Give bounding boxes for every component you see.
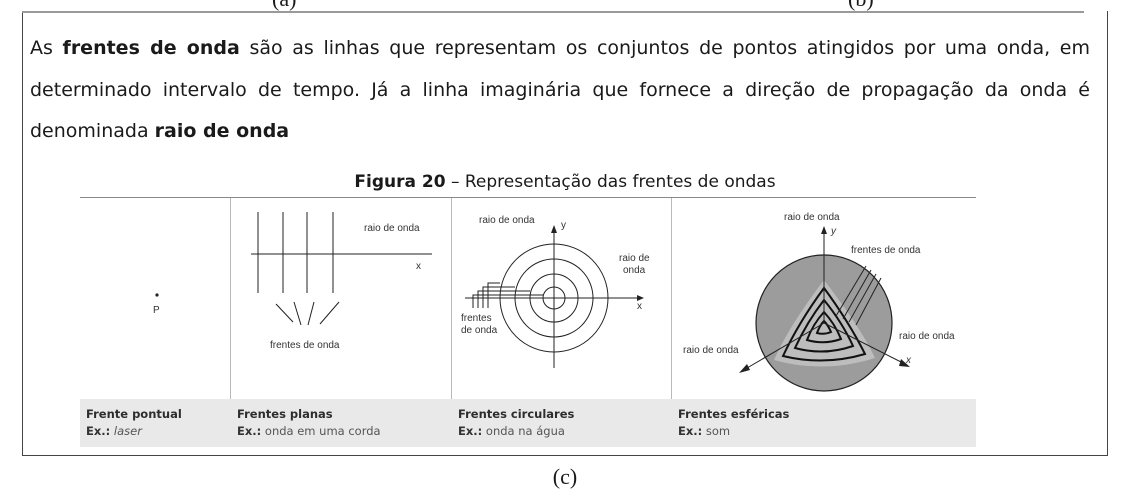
figure-number: Figura 20 (354, 172, 446, 192)
point-source (155, 293, 159, 297)
fronts-label-2: de onda (461, 325, 498, 336)
example-value: onda na água (485, 424, 565, 438)
planar-fronts-diagram: raio de onda x frentes de onda (251, 212, 432, 351)
panel-circular-fronts: raio de onda y raio de onda x frentes de… (451, 198, 672, 399)
term-frentes-de-onda: frentes de onda (62, 37, 240, 59)
point-front-diagram: P (153, 293, 160, 316)
caption-planar-fronts: Frentes planas Ex.: onda em uma corda (237, 406, 381, 440)
figure-top-rule (80, 197, 976, 198)
figure-caption-row: Frente pontual Ex.: laser Frentes planas… (80, 399, 976, 447)
caption-title: Frentes circulares (458, 407, 575, 421)
caption-title: Frentes esféricas (678, 407, 790, 421)
subfigure-label-a: (a) (272, 0, 296, 12)
example-value: onda em uma corda (264, 424, 381, 438)
axis-x-label: x (416, 261, 421, 272)
caption-point-front: Frente pontual Ex.: laser (86, 406, 182, 440)
term-raio-de-onda: raio de onda (154, 120, 290, 142)
axis-x-label: x (905, 355, 912, 366)
axis-x-label: x (637, 301, 642, 312)
spherical-fronts-diagram: raio de onda y frentes de onda raio de o… (683, 212, 955, 392)
para-text-2: são as linhas que representam os conjunt… (30, 37, 1091, 142)
subfigure-label-c: (c) (552, 464, 578, 489)
panel-spherical-fronts: raio de onda y frentes de onda raio de o… (671, 198, 976, 399)
example-label: Ex.: (86, 424, 111, 438)
figure-caption: Figura 20 – Representação das frentes de… (0, 172, 1130, 192)
axis-y-label: y (830, 226, 837, 237)
caption-title: Frente pontual (86, 407, 182, 421)
example-label: Ex.: (678, 424, 703, 438)
axis-y-label: y (561, 220, 566, 231)
frame-top-rule (22, 11, 1084, 13)
caption-spherical-fronts: Frentes esféricas Ex.: som (678, 406, 789, 440)
ray-label-right-2: onda (623, 265, 646, 276)
circular-fronts-diagram: raio de onda y raio de onda x frentes de… (461, 215, 650, 368)
point-label: P (153, 305, 160, 316)
fronts-label: frentes de onda (270, 340, 340, 351)
caption-circular-fronts: Frentes circulares Ex.: onda na água (458, 406, 574, 440)
ray-label-right: raio de onda (899, 331, 955, 342)
panel-planar-fronts: raio de onda x frentes de onda (230, 198, 452, 399)
definition-paragraph: As frentes de onda são as linhas que rep… (30, 28, 1090, 153)
ray-label-left: raio de onda (683, 345, 739, 356)
figure-20: P raio de onda x frentes de onda (80, 197, 976, 447)
ray-label: raio de onda (364, 223, 420, 234)
example-label: Ex.: (458, 424, 483, 438)
caption-title: Frentes planas (237, 407, 333, 421)
ray-label-top: raio de onda (784, 212, 840, 223)
content-frame (22, 11, 1108, 456)
example-label: Ex.: (237, 424, 262, 438)
para-text-1: As (30, 37, 63, 59)
example-value: som (705, 424, 731, 438)
ray-label-right-1: raio de (619, 253, 650, 264)
fronts-label-1: frentes (461, 313, 492, 324)
top-subfigure-labels: (a) (b) (0, 0, 1130, 11)
example-value: laser (113, 424, 142, 438)
subfigure-label-b: (b) (848, 0, 874, 12)
figure-title: – Representação das frentes de ondas (445, 172, 776, 192)
fronts-label: frentes de onda (851, 245, 921, 256)
panel-point-front: P (80, 198, 231, 399)
ray-label-top: raio de onda (479, 215, 535, 226)
